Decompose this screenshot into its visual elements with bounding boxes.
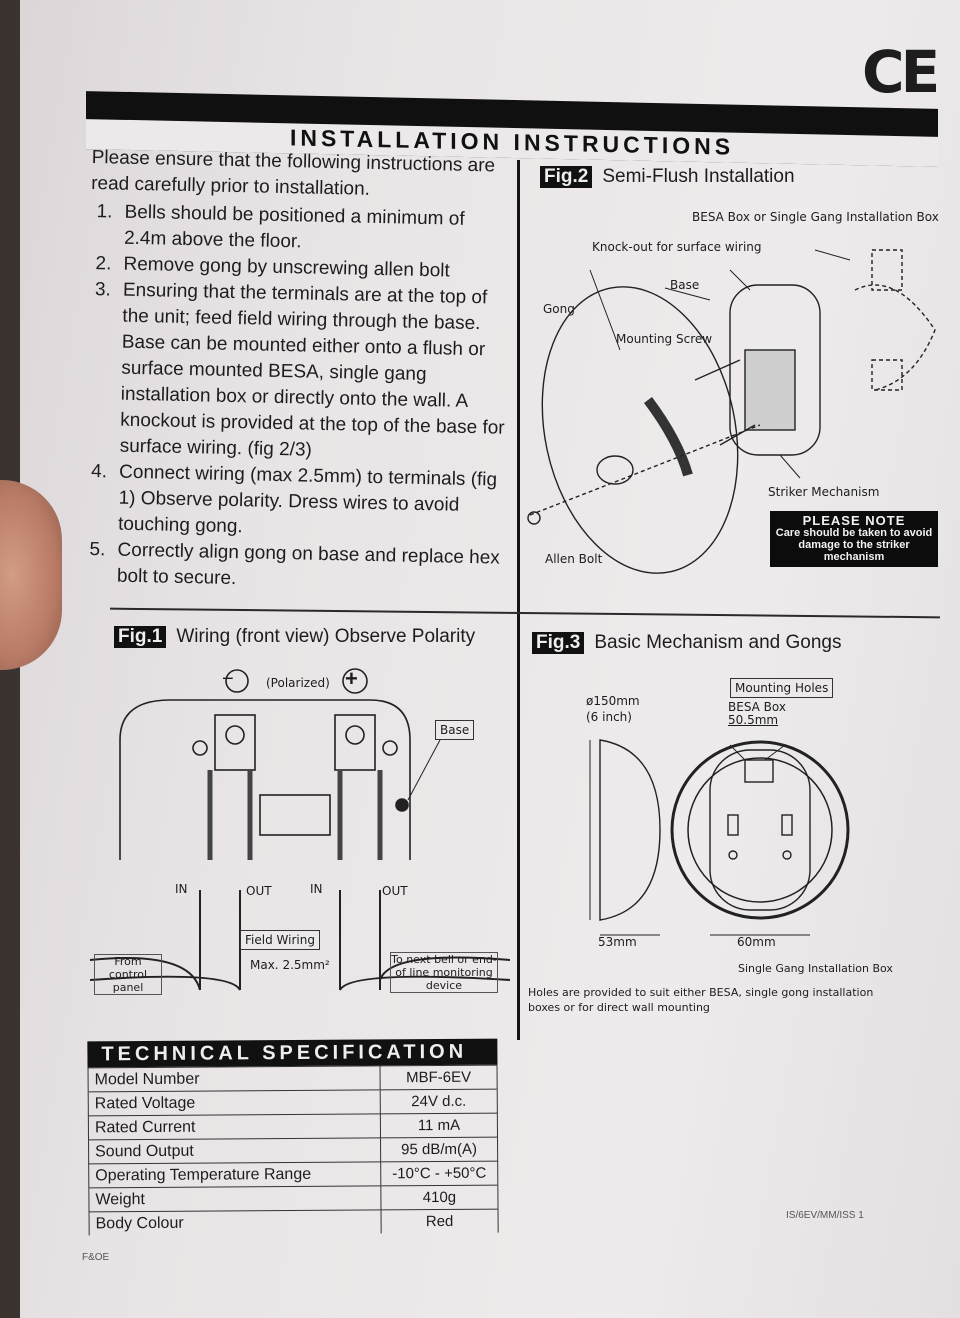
besa-label: BESA Box [728, 700, 786, 714]
plus-sign: + [345, 666, 358, 691]
bolt-line [529, 424, 761, 516]
minus-circle [225, 669, 249, 693]
base-housing [729, 284, 821, 456]
field-wiring-label: Field Wiring [240, 930, 320, 950]
max-label: Max. 2.5mm² [250, 958, 330, 972]
polarized-label: (Polarized) [266, 676, 330, 690]
intro-paragraph: Please ensure that the following instruc… [90, 146, 496, 200]
fig1-tag: Fig.1 [114, 626, 167, 648]
instruction-sheet [20, 0, 960, 1318]
fig2-label-screw: Mounting Screw [616, 332, 713, 346]
fig2-tag: Fig.2 [540, 166, 593, 188]
holes-note: Holes are provided to suit either BESA, … [528, 986, 874, 1014]
thumb [0, 480, 62, 670]
minus-sign: − [222, 668, 234, 690]
step-item: 4.Connect wiring (max 2.5mm) to terminal… [90, 461, 498, 538]
inch-label: (6 inch) [586, 710, 632, 724]
fig2-label-striker: Striker Mechanism [768, 485, 880, 499]
besa-dim: 50.5mm [728, 713, 779, 727]
fig3-diagram [589, 739, 850, 936]
allen-bolt-icon [527, 511, 541, 525]
step-item: 1.Bells should be positioned a minimum o… [96, 201, 465, 253]
base-front [709, 749, 811, 911]
note-body: Care should be taken to avoid damage to … [775, 527, 933, 563]
note-heading: PLEASE NOTE [802, 513, 906, 528]
instructions-text: Please ensure that the following instruc… [83, 145, 512, 598]
from-panel-label: From control panel [94, 954, 162, 995]
terminal-left [214, 714, 256, 771]
mechanism [259, 794, 331, 836]
in-label-1: IN [175, 882, 188, 896]
in-label-2: IN [310, 882, 323, 896]
footer-left: F&OE [82, 1252, 110, 1263]
ce-mark: CE [862, 38, 940, 106]
terminal-right [334, 714, 376, 771]
gong-shape [541, 286, 739, 574]
single-gang-label: Single Gang Installation Box [738, 962, 893, 975]
steps-list: 1.Bells should be positioned a minimum o… [83, 199, 511, 598]
fig2-diagram [527, 249, 936, 574]
gong-slot [643, 397, 693, 477]
plus-circle [342, 668, 368, 694]
fig2-label-gong: Gong [543, 302, 575, 316]
gong-hole [596, 455, 634, 485]
gong-side-view [599, 739, 661, 921]
fig2-label-besa: BESA Box or Single Gang Installation Box [692, 210, 939, 224]
fig2-label-base: Base [670, 278, 700, 292]
footer-right: IS/6EV/MM/ISS 1 [786, 1210, 864, 1221]
table-row: Operating Temperature Range-10°C - +50°C [88, 1161, 498, 1188]
width-label: 60mm [737, 935, 776, 949]
spec-heading: TECHNICAL SPECIFICATION [87, 1038, 498, 1068]
gong-front-view [670, 740, 850, 920]
column-divider [517, 160, 520, 1040]
fig1-wiring-diagram [90, 668, 510, 991]
out-label-2: OUT [382, 884, 408, 898]
step-item: 3.Ensuring that the terminals are at the… [94, 279, 505, 461]
out-label-1: OUT [246, 884, 272, 898]
screws [694, 359, 756, 446]
base-outline [119, 699, 411, 860]
besa-box-outline [871, 249, 903, 291]
diameter-label: ø150mm [586, 694, 640, 708]
please-note-box: PLEASE NOTE Care should be taken to avoi… [770, 511, 938, 567]
mechanism-block [744, 349, 796, 431]
fig3-tag: Fig.3 [532, 632, 585, 654]
fig2-label-allen: Allen Bolt [545, 552, 603, 566]
depth-label: 53mm [598, 935, 637, 949]
fig1-base-label: Base [435, 720, 475, 740]
fig2-label-knockout: Knock-out for surface wiring [592, 240, 762, 254]
striker-box [744, 759, 774, 783]
mounting-holes-label: Mounting Holes [730, 678, 834, 698]
wires [207, 770, 383, 860]
step-item: 5.Correctly align gong on base and repla… [89, 539, 501, 590]
to-next-bell-label: To next bell or end-of line monitoring d… [390, 952, 498, 993]
